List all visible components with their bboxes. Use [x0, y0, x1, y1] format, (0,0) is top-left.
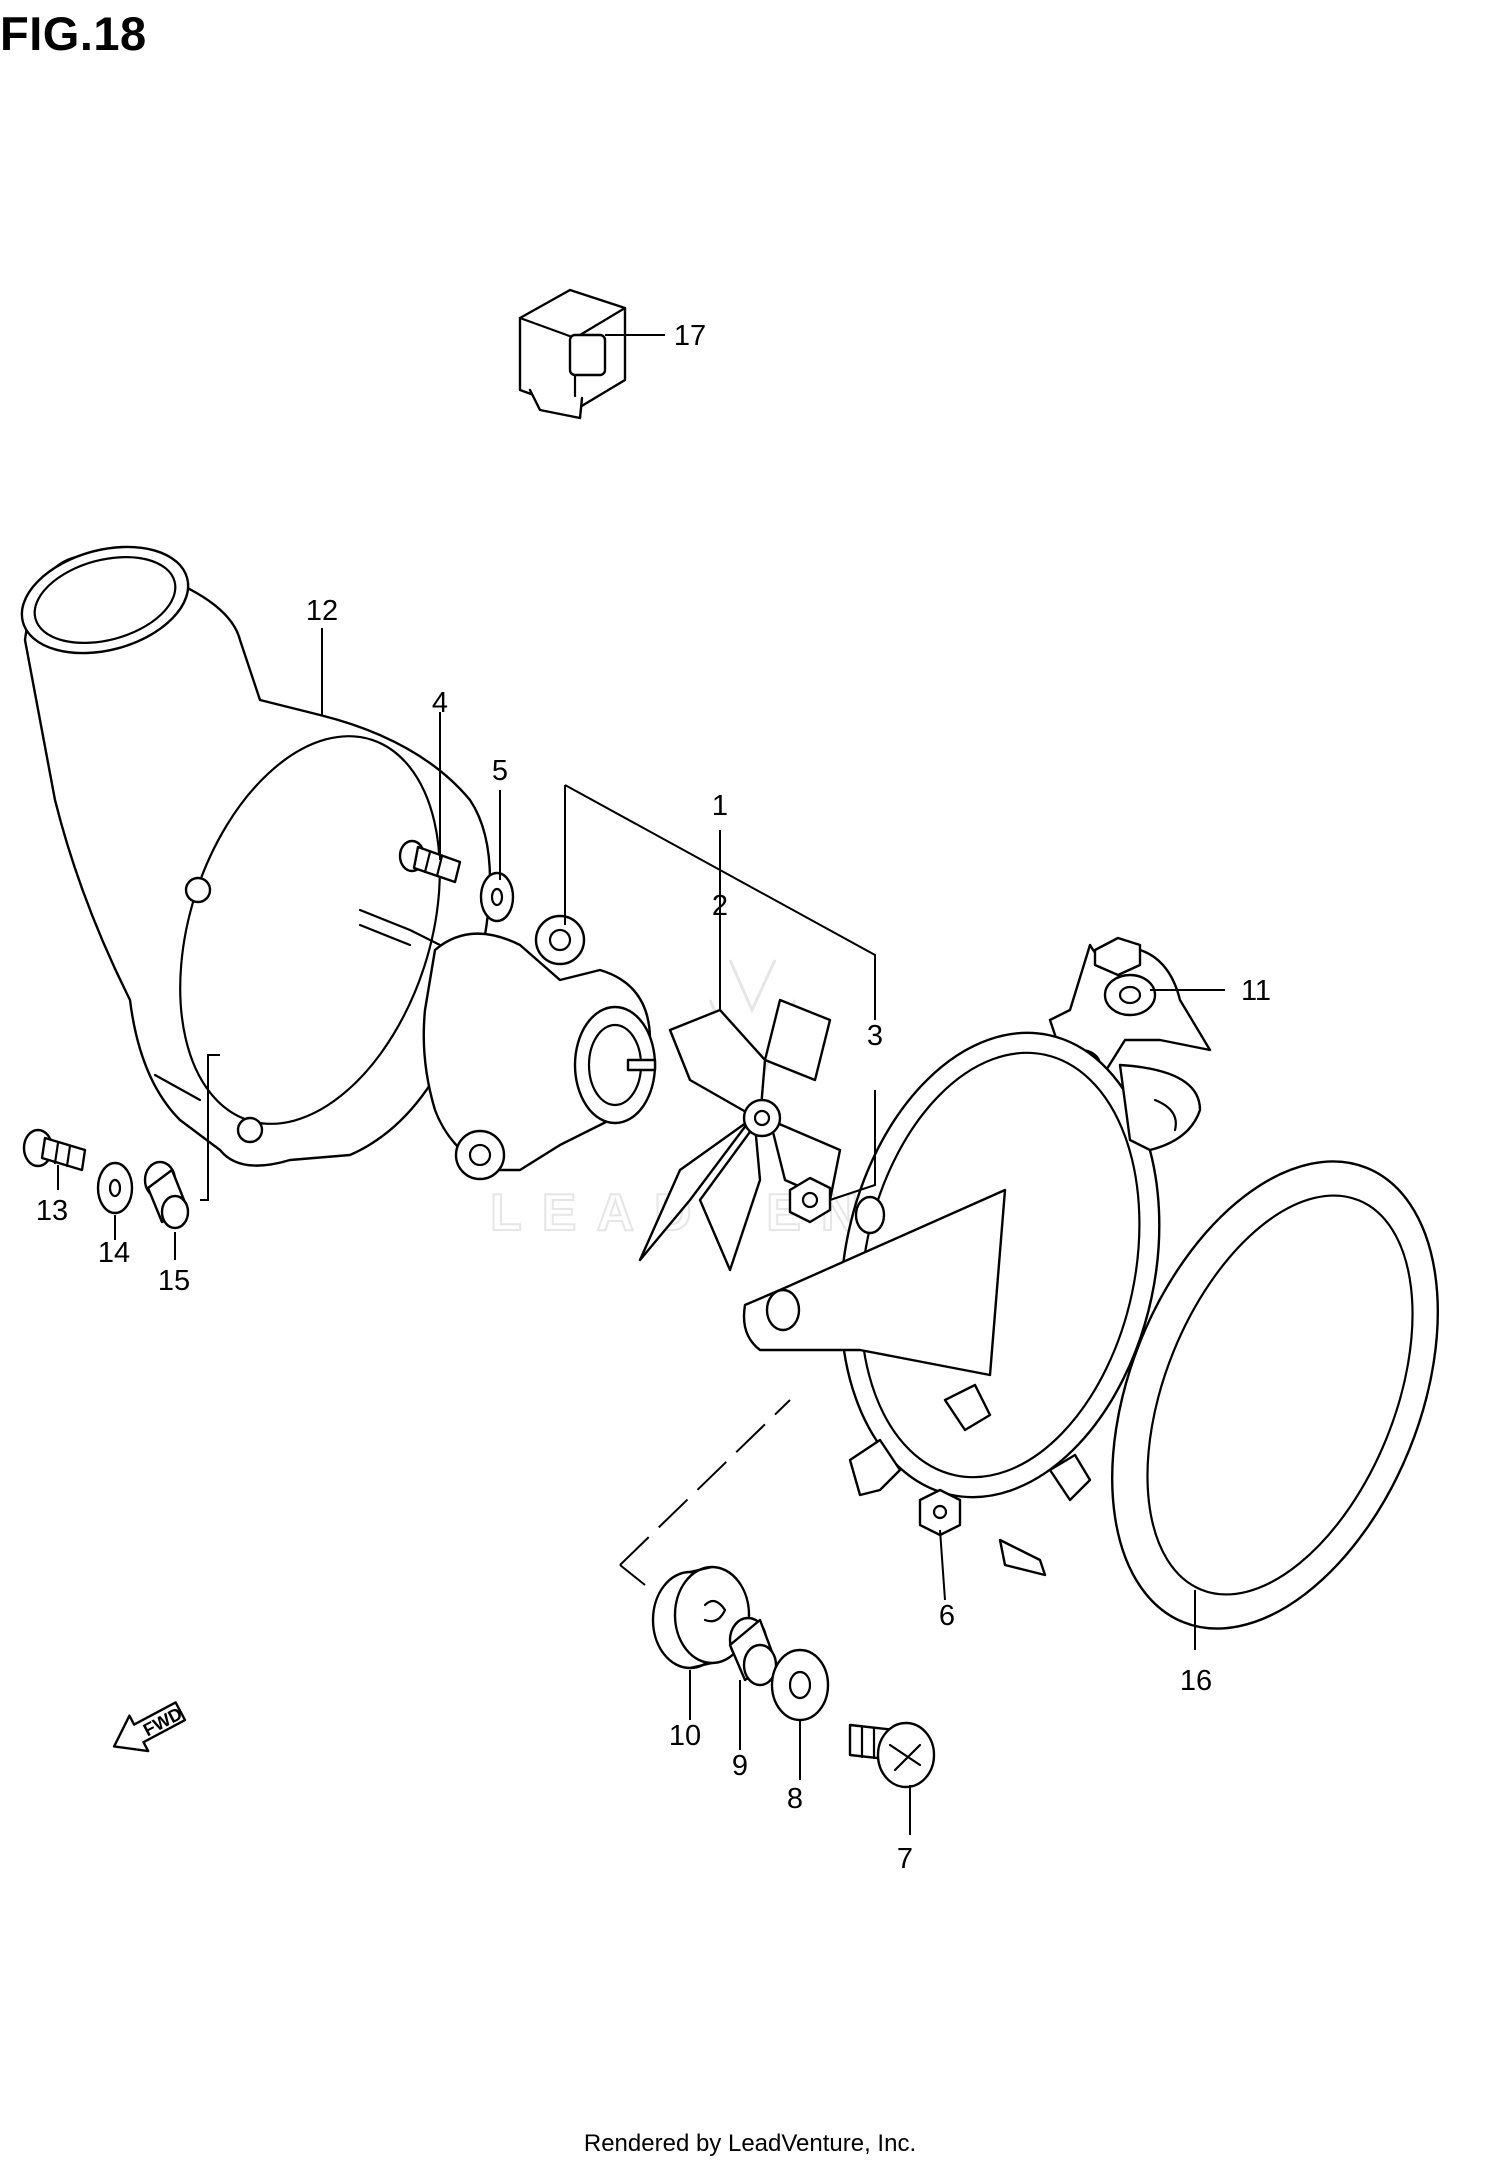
callout-14: 14 — [98, 1237, 130, 1269]
fan-housing-part-12[interactable] — [10, 530, 492, 1167]
callout-11: 11 — [1241, 975, 1271, 1007]
callout-12: 12 — [306, 595, 338, 627]
callout-7: 7 — [897, 1843, 913, 1875]
callout-15: 15 — [158, 1265, 190, 1297]
collar-part-9[interactable] — [728, 1616, 778, 1687]
callout-9: 9 — [732, 1750, 748, 1782]
callout-3: 3 — [867, 1020, 883, 1052]
fan-motor-part-1[interactable] — [358, 908, 657, 1181]
nut-part-6[interactable] — [918, 1488, 962, 1537]
nut-part-3[interactable] — [788, 1176, 832, 1224]
figure-title: FIG.18 — [0, 7, 147, 60]
callout-4: 4 — [432, 687, 448, 719]
bolt-part-7[interactable] — [848, 1721, 936, 1789]
callout-10: 10 — [669, 1720, 701, 1752]
washer-part-8[interactable] — [770, 1648, 830, 1722]
callout-labels: 1 2 3 4 5 6 7 8 9 10 11 12 13 14 15 16 1… — [36, 320, 1271, 1875]
bolt-part-13[interactable] — [22, 1128, 87, 1172]
footer-credit: Rendered by LeadVenture, Inc. — [583, 2130, 917, 2157]
callout-13: 13 — [36, 1195, 68, 1227]
callout-1: 1 — [712, 790, 728, 822]
bolt-part-4[interactable] — [398, 839, 462, 884]
callout-8: 8 — [787, 1783, 803, 1815]
callout-5: 5 — [492, 755, 508, 787]
leader-lines — [57, 334, 1225, 1835]
relay-part-17[interactable] — [518, 288, 627, 420]
shroud-part-16[interactable] — [742, 1003, 1500, 1677]
fan-blade-part-2[interactable] — [638, 998, 842, 1272]
callout-6: 6 — [939, 1600, 955, 1632]
callout-16: 16 — [1180, 1665, 1212, 1697]
washer-part-5[interactable] — [479, 871, 515, 923]
washer-part-14[interactable] — [96, 1161, 134, 1215]
fwd-arrow-icon: FWD — [112, 1701, 187, 1753]
callout-2: 2 — [712, 890, 728, 922]
callout-17: 17 — [674, 320, 706, 352]
collar-part-15[interactable] — [143, 1160, 190, 1230]
